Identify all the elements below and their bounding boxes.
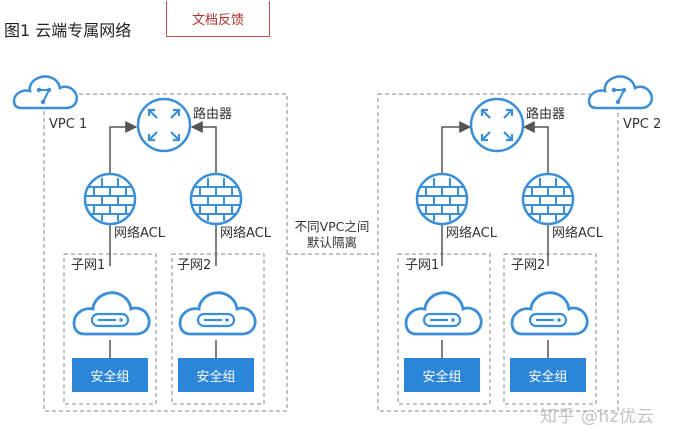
vpc-label: VPC 1 [49, 117, 88, 132]
subnet-label: 子网1 [71, 258, 106, 273]
subnet-2-boundary [171, 253, 265, 405]
firewall-icon [521, 172, 575, 226]
vpc-1-boundary [43, 93, 288, 412]
subnet-label: 子网1 [405, 258, 440, 273]
router-label: 路由器 [193, 107, 233, 122]
vpc-1-group [12, 75, 288, 412]
vpc-2-group [377, 75, 654, 412]
acl-label: 网络ACL [445, 226, 498, 242]
figure-caption: 图1 云端专属网络 [4, 21, 132, 40]
security-group-box: 安全组 [404, 358, 480, 392]
security-group-box: 安全组 [510, 358, 586, 392]
subnet-label: 子网2 [511, 258, 546, 273]
firewall-icon [415, 172, 469, 226]
isolation-note-line: 默认隔离 [306, 235, 357, 250]
acl-label: 网络ACL [113, 226, 166, 242]
security-group-box: 安全组 [72, 358, 148, 392]
vpc-label: VPC 2 [623, 117, 662, 132]
security-group-box: 安全组 [178, 358, 254, 392]
subnet-1-boundary [397, 253, 491, 405]
router-icon [136, 97, 192, 153]
server-cloud-icon [510, 291, 589, 336]
isolation-note: 不同VPC之间 默认隔离 [290, 219, 374, 251]
server-cloud-icon [178, 291, 257, 336]
vpc-cloud-icon [587, 75, 654, 110]
server-cloud-icon [404, 291, 483, 336]
subnet-label: 子网2 [177, 258, 212, 273]
router-label: 路由器 [526, 107, 566, 122]
acl-label: 网络ACL [219, 226, 272, 242]
firewall-icon [189, 172, 243, 226]
vpc-2-boundary [377, 93, 619, 412]
vpc-cloud-icon [12, 75, 79, 110]
acl-label: 网络ACL [551, 226, 604, 242]
feedback-button[interactable]: 文档反馈 [166, 1, 270, 37]
subnet-2-boundary [503, 253, 597, 405]
isolation-note-line: 不同VPC之间 [294, 219, 370, 234]
firewall-icon [83, 172, 137, 226]
server-cloud-icon [72, 291, 151, 336]
watermark: 知乎 @hz优云 [540, 407, 655, 427]
router-icon [469, 97, 525, 153]
